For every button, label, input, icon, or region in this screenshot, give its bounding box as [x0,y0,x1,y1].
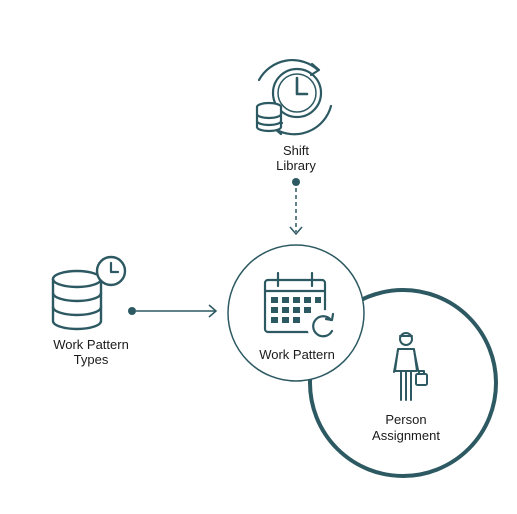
shift-library-connector [289,178,303,236]
clock-database-icon [255,59,333,136]
work-pattern-label: Work Pattern [259,347,335,362]
work-pattern-types-label-line2: Types [74,352,109,367]
person-assignment-label-line1: Person [385,412,426,427]
person-assignment-label-line2: Assignment [372,428,440,443]
database-clock-icon [51,255,127,331]
work-pattern-types-label-line1: Work Pattern [53,337,129,352]
calendar-refresh-icon [263,271,339,342]
shift-library-label-line1: Shift [283,143,309,158]
shift-library-label-line2: Library [276,158,316,173]
person-briefcase-icon [393,332,428,401]
work-pattern-types-connector [128,304,218,318]
